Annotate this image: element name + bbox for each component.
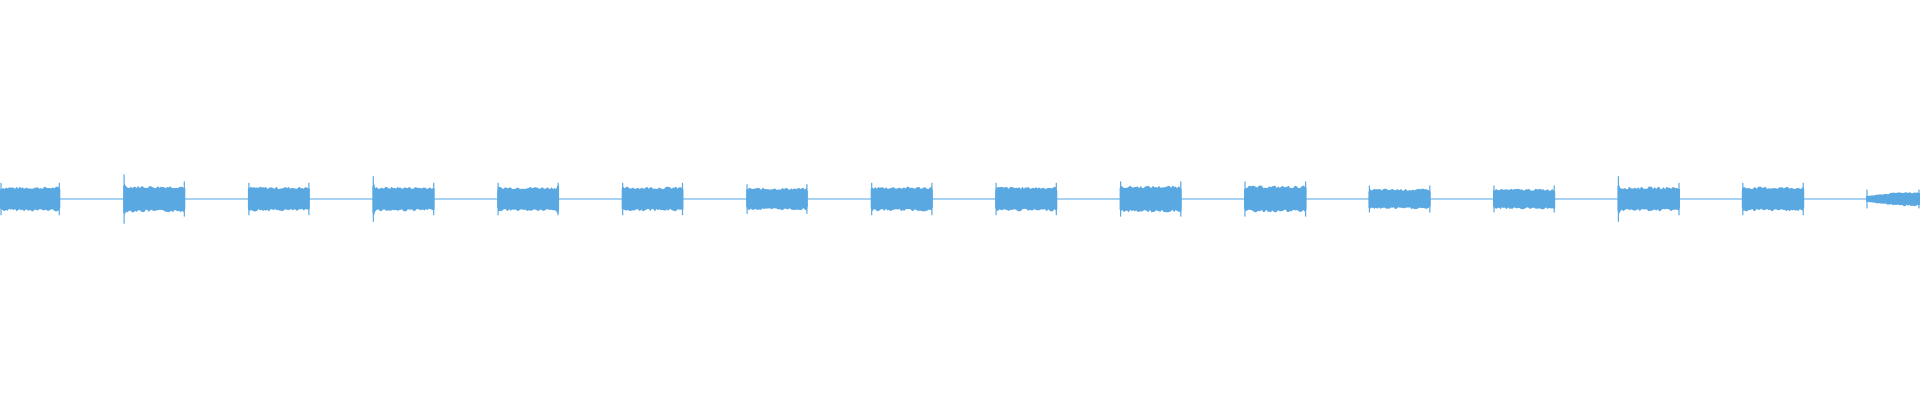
waveform-burst-4 [372, 182, 435, 216]
waveform-burst-2 [123, 183, 186, 215]
waveform-burst-11 [1244, 185, 1307, 213]
waveform-burst-7 [746, 187, 808, 211]
waveform-burst-14 [1617, 184, 1680, 215]
waveform-burst-6 [621, 186, 684, 212]
waveform-burst-8 [870, 186, 933, 212]
waveform-burst-16 [1866, 192, 1920, 207]
waveform-bursts [0, 174, 1920, 224]
waveform-burst-12 [1368, 188, 1431, 210]
waveform-burst-3 [247, 186, 310, 212]
waveform-burst-15 [1741, 186, 1805, 212]
waveform-burst-13 [1493, 188, 1556, 210]
waveform-burst-9 [995, 186, 1058, 212]
waveform-burst-1 [0, 186, 61, 212]
waveform-burst-5 [497, 184, 560, 215]
waveform-burst-10 [1119, 185, 1182, 213]
